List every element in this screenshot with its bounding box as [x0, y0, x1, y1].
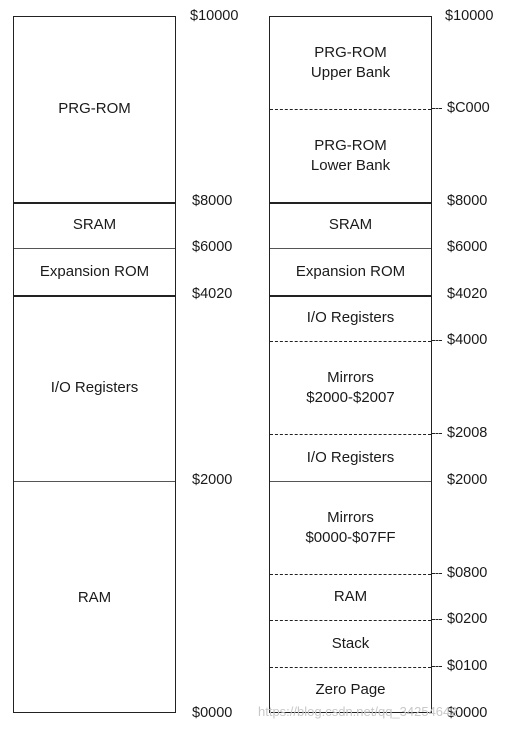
address-label: $0000 [447, 705, 488, 721]
boundary-4020 [270, 295, 431, 297]
region-prg-rom-upper-bank: PRG-ROM Upper Bank [310, 44, 391, 81]
region-expansion-rom: Expansion ROM [295, 263, 406, 280]
cpu-memory-map-detailed: PRG-ROM Upper Bank PRG-ROM Lower Bank SR… [269, 16, 432, 713]
region-ram: RAM [333, 588, 368, 605]
boundary-0800 [270, 574, 431, 575]
boundary-8000 [14, 202, 175, 204]
boundary-0100 [270, 667, 431, 668]
address-label: $0000 [192, 705, 233, 721]
address-label: $2000 [447, 472, 488, 488]
boundary-4020 [14, 295, 175, 297]
region-stack: Stack [331, 635, 370, 652]
boundary-0200 [270, 620, 431, 621]
address-label: $6000 [447, 239, 488, 255]
region-sram: SRAM [328, 216, 373, 233]
boundary-4000 [270, 341, 431, 342]
address-tick [432, 619, 442, 620]
region-prg-rom-lower-bank: PRG-ROM Lower Bank [310, 137, 391, 174]
region-ram: RAM [77, 589, 112, 606]
boundary-2000 [270, 481, 431, 482]
address-tick [432, 573, 442, 574]
watermark: https://blog.csdn.net/qq_34254642 [258, 704, 458, 719]
address-label: $8000 [192, 193, 233, 209]
address-label: $4020 [447, 286, 488, 302]
region-zero-page: Zero Page [315, 681, 386, 698]
cpu-memory-map-simple: PRG-ROM SRAM Expansion ROM I/O Registers… [13, 16, 176, 713]
address-tick [432, 340, 442, 341]
region-mirrors-2000-2007: Mirrors $2000-$2007 [306, 369, 395, 406]
address-tick [432, 433, 442, 434]
region-io-registers-lower: I/O Registers [306, 449, 395, 466]
address-label: $4000 [447, 332, 488, 348]
boundary-6000 [270, 248, 431, 249]
boundary-8000 [270, 202, 431, 204]
region-mirrors-0000-07ff: Mirrors $0000-$07FF [305, 509, 396, 546]
address-label: $0800 [447, 565, 488, 581]
boundary-6000 [14, 248, 175, 249]
address-label: $10000 [190, 8, 239, 24]
region-prg-rom: PRG-ROM [58, 100, 131, 117]
address-label: $0100 [447, 658, 488, 674]
address-label: $10000 [445, 8, 494, 24]
address-label: $C000 [447, 100, 490, 116]
address-label: $8000 [447, 193, 488, 209]
region-io-registers: I/O Registers [50, 379, 139, 396]
region-io-registers-upper: I/O Registers [306, 309, 395, 326]
address-tick [432, 108, 442, 109]
address-label: $6000 [192, 239, 233, 255]
boundary-2000 [14, 481, 175, 482]
address-label: $2000 [192, 472, 233, 488]
region-expansion-rom: Expansion ROM [39, 263, 150, 280]
boundary-2008 [270, 434, 431, 435]
address-label: $0200 [447, 611, 488, 627]
address-label: $4020 [192, 286, 233, 302]
boundary-c000 [270, 109, 431, 110]
address-label: $2008 [447, 425, 488, 441]
address-tick [432, 666, 442, 667]
region-sram: SRAM [72, 216, 117, 233]
